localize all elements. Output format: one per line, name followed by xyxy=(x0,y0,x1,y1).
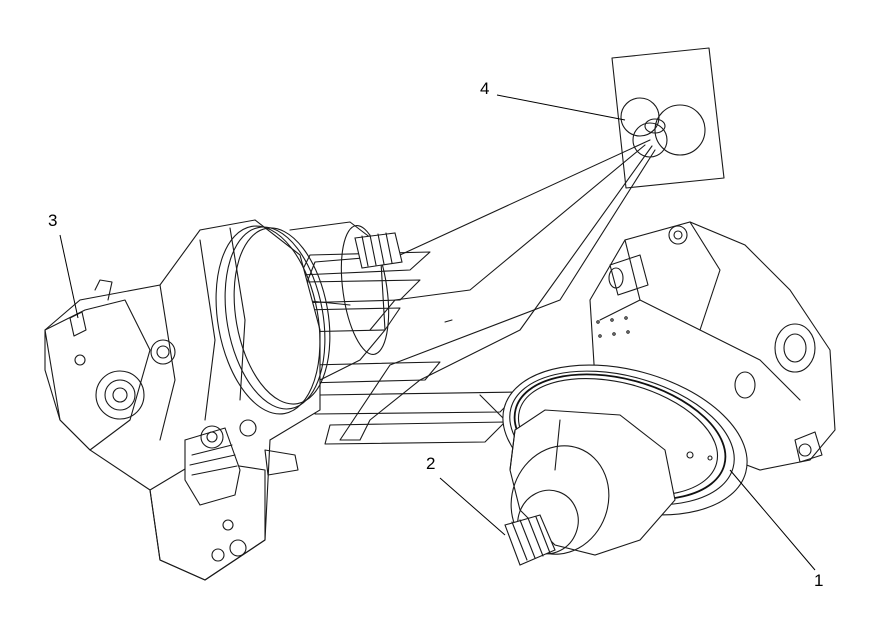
hydraulic-motor-right xyxy=(502,221,836,566)
hydraulic-motor-left xyxy=(44,219,403,581)
callout-3: 3 xyxy=(48,211,58,230)
seal-kit-bag xyxy=(611,47,725,189)
leader-3 xyxy=(59,234,79,319)
callout-1: 1 xyxy=(814,571,824,590)
callout-4: 4 xyxy=(480,79,490,98)
leader-lines xyxy=(59,94,816,571)
callout-2: 2 xyxy=(426,454,436,473)
leader-2 xyxy=(439,477,506,536)
leader-1 xyxy=(729,469,816,571)
leader-4 xyxy=(496,94,626,121)
